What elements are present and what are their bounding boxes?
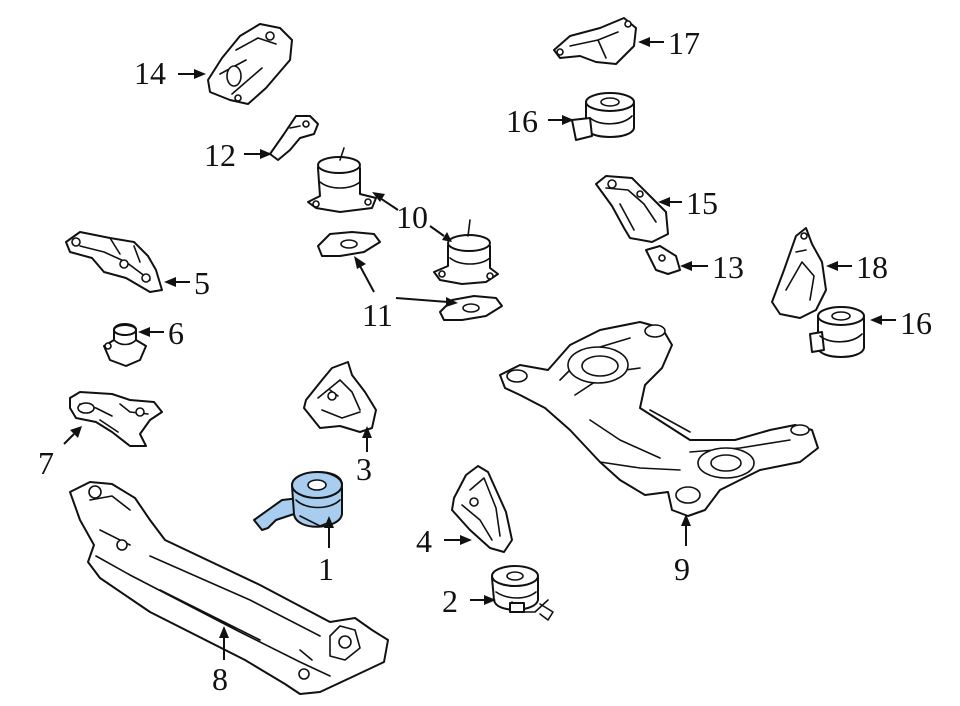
- part-4-bracket[interactable]: [451, 465, 513, 553]
- part-14-bracket[interactable]: [207, 23, 293, 105]
- part-1-engine-mount[interactable]: [253, 471, 343, 531]
- callout-9: 9: [674, 551, 690, 587]
- callout-7: 7: [38, 445, 54, 481]
- part-10-mount-lower[interactable]: [433, 219, 499, 285]
- part-10-mount-upper[interactable]: [307, 147, 377, 213]
- callout-13: 13: [712, 249, 744, 285]
- callout-1: 1: [318, 551, 334, 587]
- callout-16-lower: 16: [900, 305, 932, 341]
- callout-2: 2: [442, 583, 458, 619]
- part-15-bracket[interactable]: [595, 175, 669, 243]
- callout-11: 11: [362, 297, 393, 333]
- callout-16-upper: 16: [506, 103, 538, 139]
- leader-lines: [63, 37, 896, 660]
- callout-labels: 1 2 3 4 5 6 7 8 9 10 11 12 13 14 15 16 1…: [38, 25, 932, 697]
- part-9-subframe[interactable]: [499, 321, 819, 517]
- callout-15: 15: [686, 185, 718, 221]
- part-18-bracket[interactable]: [771, 227, 827, 319]
- part-17-bracket[interactable]: [553, 17, 637, 65]
- callout-4: 4: [416, 523, 432, 559]
- part-3-bracket[interactable]: [303, 361, 377, 433]
- callout-5: 5: [194, 265, 210, 301]
- part-11-gasket-upper[interactable]: [317, 231, 381, 257]
- part-16-mount-lower[interactable]: [809, 306, 865, 358]
- callout-10: 10: [396, 199, 428, 235]
- part-7-bracket[interactable]: [69, 391, 163, 447]
- part-8-crossmember[interactable]: [69, 481, 389, 695]
- part-16-mount-upper[interactable]: [571, 92, 635, 141]
- callout-17: 17: [668, 25, 700, 61]
- callout-3: 3: [356, 451, 372, 487]
- callout-14: 14: [134, 55, 166, 91]
- part-5-bracket[interactable]: [65, 231, 163, 293]
- callout-8: 8: [212, 661, 228, 697]
- callout-6: 6: [168, 315, 184, 351]
- part-13-bracket[interactable]: [645, 245, 681, 275]
- callout-12: 12: [204, 137, 236, 173]
- part-6-mount[interactable]: [103, 323, 147, 367]
- part-2-engine-mount[interactable]: [491, 565, 554, 621]
- part-12-bracket[interactable]: [269, 115, 319, 161]
- callout-18: 18: [856, 249, 888, 285]
